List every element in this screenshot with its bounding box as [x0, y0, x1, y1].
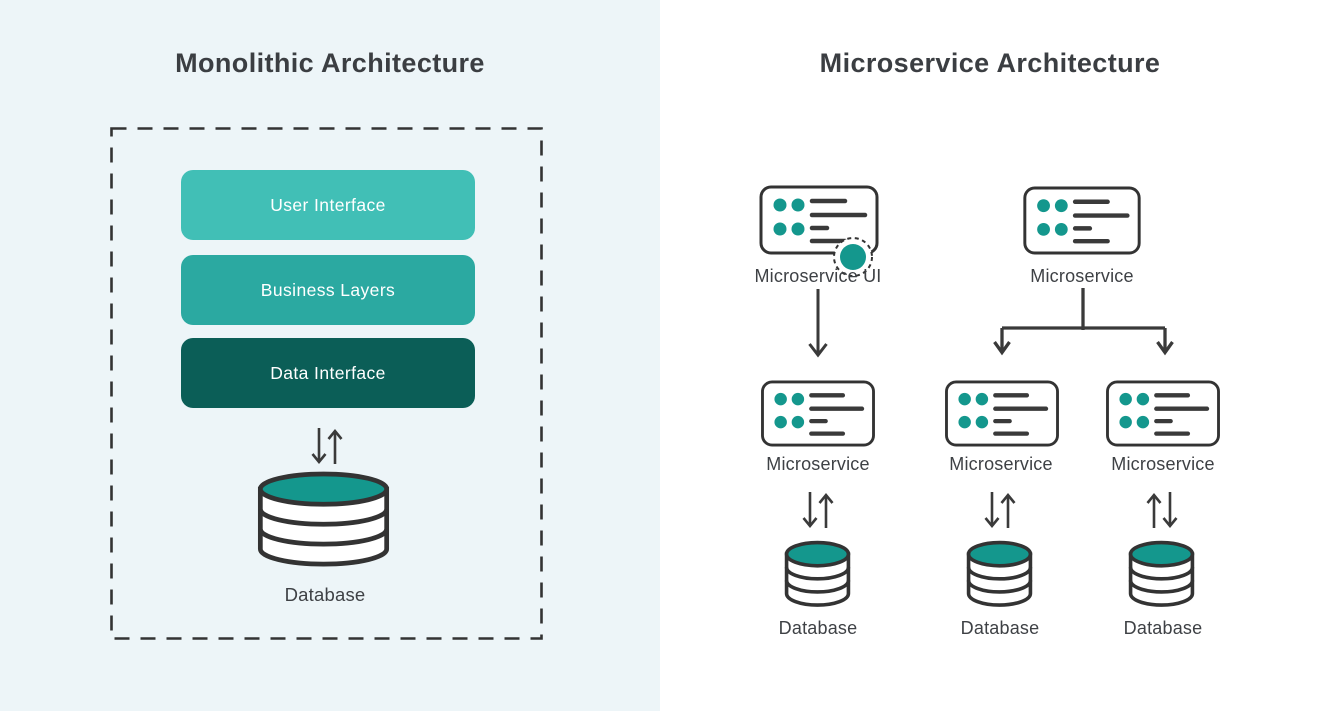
layer-label: Business Layers — [260, 279, 396, 300]
microservice-node-label: Microservice — [1111, 454, 1215, 474]
db-sync-arrows-icon — [802, 492, 834, 529]
microservice-card-icon — [759, 185, 879, 255]
database-label: Database — [1123, 618, 1203, 638]
layer-business-layers: Business Layers — [181, 255, 475, 325]
db-sync-arrows-icon — [1146, 492, 1178, 529]
microservice-card-icon — [1106, 380, 1220, 447]
layer-label: User Interface — [270, 194, 386, 215]
microservice-panel: Microservice Architecture Microservice U… — [660, 0, 1320, 711]
database-label: Database — [960, 618, 1040, 638]
monolithic-title: Monolithic Architecture — [175, 48, 485, 78]
microservice-card-icon — [1023, 186, 1141, 255]
layer-user-interface: User Interface — [181, 170, 475, 240]
microservice-title: Microservice Architecture — [819, 48, 1161, 78]
db-sync-arrows-icon — [311, 428, 343, 465]
database-icon — [257, 471, 390, 567]
ui-badge-icon — [833, 237, 873, 277]
microservice-top-label: Microservice — [1030, 266, 1134, 286]
microservice-ui-label: Microservice UI — [754, 266, 882, 286]
database-icon — [1128, 540, 1195, 607]
monolith-boundary — [110, 127, 543, 640]
down-arrow-icon — [808, 289, 828, 358]
layer-label: Data Interface — [270, 362, 386, 383]
database-label: Database — [284, 584, 366, 605]
branch-connector — [993, 288, 1174, 356]
database-label: Database — [778, 618, 858, 638]
microservice-card-icon — [761, 380, 875, 447]
database-icon — [966, 540, 1033, 607]
microservice-node-label: Microservice — [766, 454, 870, 474]
layer-data-interface: Data Interface — [181, 338, 475, 408]
database-icon — [784, 540, 851, 607]
microservice-card-icon — [945, 380, 1059, 447]
microservice-node-label: Microservice — [949, 454, 1053, 474]
monolithic-panel: Monolithic Architecture User Interface B… — [0, 0, 660, 711]
db-sync-arrows-icon — [984, 492, 1016, 529]
